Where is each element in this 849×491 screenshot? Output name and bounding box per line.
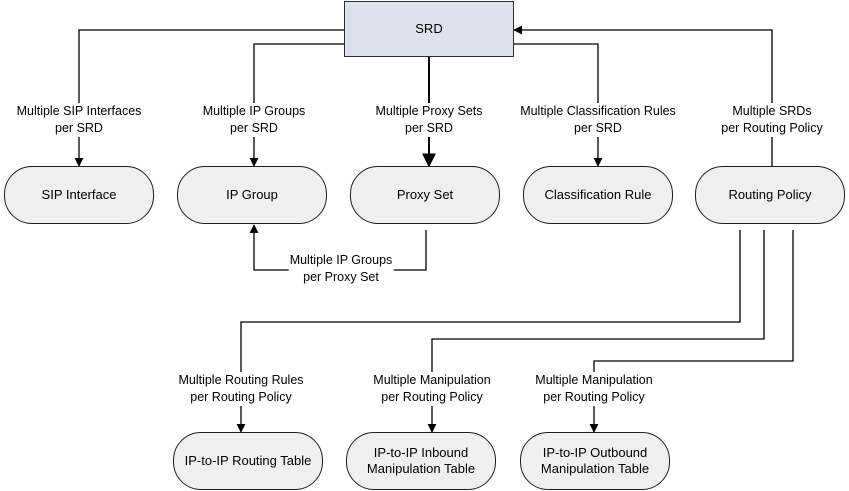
ip-to-ip-routing-table-label: IP-to-IP Routing Table [184,453,312,468]
srd-node: SRD [344,1,514,57]
proxy-set-label: Proxy Set [396,187,454,202]
outbound-manipulation-edge-label: Multiple Manipulation per Routing Policy [534,372,654,406]
routing-rules-edge-label-line2: per Routing Policy [190,390,292,404]
outbound-manipulation-table-node: IP-to-IP Outbound Manipulation Table [520,432,670,490]
ip-groups-per-proxy-set-edge-label-line1: Multiple IP Groups [289,253,393,267]
ip-groups-edge-label-line2: per SRD [230,121,278,135]
sip-interfaces-edge-label: Multiple SIP Interfaces per SRD [15,103,143,137]
outbound-manipulation-table-line2: Manipulation Table [540,461,650,476]
proxy-set-node: Proxy Set [350,166,500,224]
sip-interfaces-edge-label-line1: Multiple SIP Interfaces [16,104,142,118]
classification-rules-edge-label-line1: Multiple Classification Rules [520,104,676,118]
srds-per-policy-edge-label: Multiple SRDs per Routing Policy [720,103,824,137]
connector-sip-interfaces [74,29,344,167]
inbound-manipulation-edge-label-line1: Multiple Manipulation [373,373,491,387]
proxy-sets-edge-label: Multiple Proxy Sets per SRD [374,103,484,137]
outbound-manipulation-edge-label-line1: Multiple Manipulation [535,373,653,387]
sip-interface-label: SIP Interface [41,187,117,202]
sip-interface-node: SIP Interface [4,166,154,224]
proxy-sets-edge-label-line1: Multiple Proxy Sets [375,104,483,118]
classification-rules-edge-label: Multiple Classification Rules per SRD [519,103,677,137]
inbound-manipulation-table-node: IP-to-IP Inbound Manipulation Table [346,432,496,490]
classification-rules-edge-label-line2: per SRD [574,121,622,135]
inbound-manipulation-table-line1: IP-to-IP Inbound [373,445,469,460]
routing-rules-edge-label-line1: Multiple Routing Rules [178,373,304,387]
ip-group-label: IP Group [226,187,278,202]
routing-policy-node: Routing Policy [695,166,845,224]
proxy-sets-edge-label-line2: per SRD [405,121,453,135]
routing-policy-label: Routing Policy [728,187,812,202]
ip-to-ip-routing-table-node: IP-to-IP Routing Table [173,432,323,490]
routing-rules-edge-label: Multiple Routing Rules per Routing Polic… [177,372,305,406]
classification-rule-label: Classification Rule [544,187,652,202]
srds-per-policy-edge-label-line2: per Routing Policy [721,121,823,135]
ip-group-node: IP Group [177,166,327,224]
ip-groups-edge-label: Multiple IP Groups per SRD [201,103,307,137]
inbound-manipulation-edge-label: Multiple Manipulation per Routing Policy [372,372,492,406]
classification-rule-node: Classification Rule [523,166,673,224]
outbound-manipulation-edge-label-line2: per Routing Policy [543,390,645,404]
ip-groups-per-proxy-set-edge-label: Multiple IP Groups per Proxy Set [288,252,394,286]
ip-groups-per-proxy-set-edge-label-line2: per Proxy Set [303,270,379,284]
inbound-manipulation-edge-label-line2: per Routing Policy [381,390,483,404]
inbound-manipulation-table-line2: Manipulation Table [366,461,476,476]
srd-label: SRD [415,21,443,36]
srds-per-policy-edge-label-line1: Multiple SRDs [732,104,812,118]
ip-groups-edge-label-line1: Multiple IP Groups [202,104,306,118]
outbound-manipulation-table-line1: IP-to-IP Outbound [542,445,648,460]
sip-interfaces-edge-label-line2: per SRD [55,121,103,135]
connector-srds-per-policy [513,25,773,166]
